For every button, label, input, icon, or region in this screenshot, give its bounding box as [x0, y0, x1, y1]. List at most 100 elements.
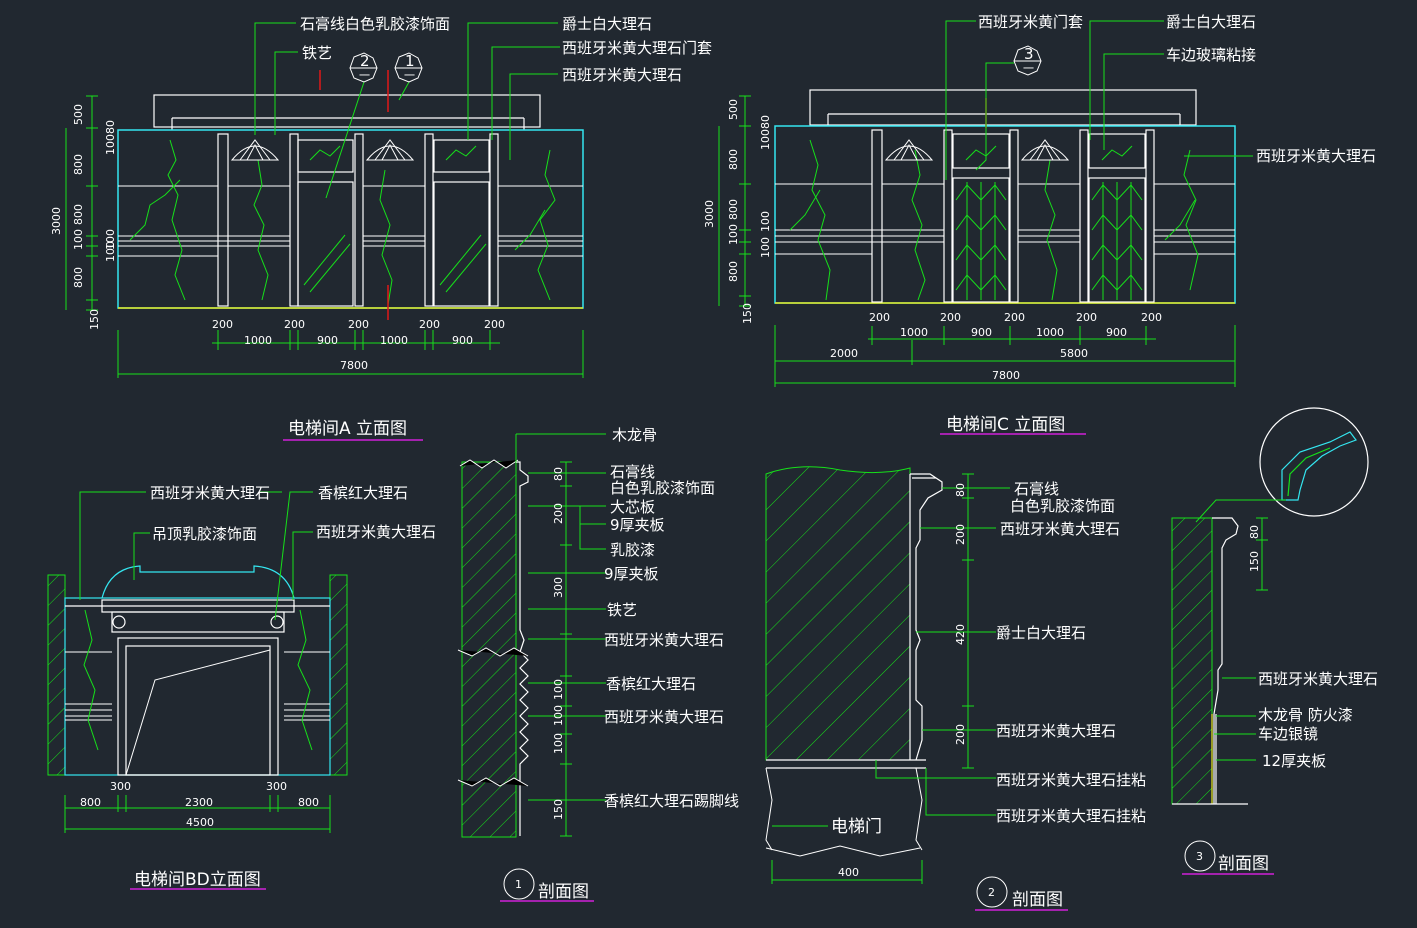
callout-s1-9: 西班牙米黄大理石 [604, 631, 724, 649]
door-lines-s2 [765, 767, 923, 857]
leaders-s3 [1195, 499, 1286, 761]
callout-s3-4: 12厚夹板 [1262, 752, 1326, 770]
glass-diamonds-c [955, 182, 1143, 300]
cut-lines-a [319, 70, 389, 320]
callout-s1-4: 大芯板 [610, 498, 655, 516]
callout-s2-5: 西班牙米黄大理石 [996, 722, 1116, 740]
wall-outline-a [117, 129, 584, 309]
callout-s1-3: 白色乳胶漆饰面 [610, 479, 715, 497]
hdim-bd-top-1: 300 [110, 780, 131, 793]
vdim-a-4: 3000 [50, 207, 63, 235]
frame-bd [64, 565, 331, 776]
callout-a-5: 西班牙米黄大理石 [562, 66, 682, 84]
vdim-s2-2: 200 [954, 524, 967, 545]
elevation-bd: 西班牙米黄大理石 香槟红大理石 吊顶乳胶漆饰面 西班牙米黄大理石 300 300… [47, 484, 436, 890]
section-3: 80 150 西班牙米黄大理石 木龙骨 防火漆 车边银镜 12厚夹板 3 剖面图 [1171, 407, 1378, 875]
callout-c-3: 车边玻璃粘接 [1166, 46, 1256, 64]
vdim-lines-c [718, 95, 751, 307]
vdim-c-10: 150 [741, 303, 754, 324]
hdim-lines-a [117, 330, 584, 378]
marble-veins-a [129, 139, 556, 306]
hdim-c-top-2: 200 [940, 311, 961, 324]
vdim-c-2: 10080 [759, 115, 772, 150]
callout-s3-1: 西班牙米黄大理石 [1258, 670, 1378, 688]
wall-body-s3 [1171, 517, 1213, 805]
hdim-c-top-5: 200 [1141, 311, 1162, 324]
callout-bd-3: 吊顶乳胶漆饰面 [152, 525, 257, 543]
section-1: 80 200 300 100 100 100 150 木龙骨 石膏线 白色乳胶漆… [457, 426, 739, 902]
vdim-a-3: 800 [72, 154, 85, 175]
hdim-c-top-1: 200 [869, 311, 890, 324]
vdim-a-1: 500 [72, 104, 85, 125]
vdim-lines-a [65, 95, 98, 311]
leaders-a [254, 22, 560, 199]
vdim-a-6: 100 [72, 229, 85, 250]
profile-s3 [1172, 517, 1248, 805]
vdim-c-4: 3000 [703, 200, 716, 228]
vdim-s1-3: 300 [552, 577, 565, 598]
callout-s1-5: 9厚夹板 [610, 516, 665, 534]
callout-s1-7: 9厚夹板 [604, 565, 659, 583]
callout-s1-6: 乳胶漆 [610, 541, 655, 559]
callout-s2-7: 西班牙米黄大理石挂粘 [996, 807, 1146, 825]
callout-a-4: 西班牙米黄大理石门套 [562, 39, 712, 57]
hdim-lines-s2 [771, 860, 923, 884]
stiles-c [871, 129, 1155, 303]
section-bubble-2 [976, 876, 1008, 908]
vdim-s2-3: 420 [954, 624, 967, 645]
callout-bd-4: 西班牙米黄大理石 [316, 523, 436, 541]
vdim-s1-4: 100 [552, 679, 565, 700]
vdim-c-6: 100 [727, 224, 740, 245]
marker-a2-num: 1 [405, 52, 415, 70]
hdim-bd-mid-3: 800 [298, 796, 319, 809]
break-lines-s1 [457, 459, 529, 787]
marker-c-num: 3 [1024, 45, 1034, 63]
vdim-a-9: 800 [72, 267, 85, 288]
callout-s3-3: 车边银镜 [1258, 725, 1318, 743]
section-num-2: 2 [988, 886, 995, 899]
leaders-c [945, 20, 1253, 180]
hdim-c-mid-3: 1000 [1036, 326, 1064, 339]
callout-c-1: 西班牙米黄门套 [978, 13, 1083, 31]
callout-bd-2: 香槟红大理石 [318, 484, 408, 502]
elevation-c: 3 一 西班牙米黄门套 爵士白大理石 车边玻璃粘接 西班牙米黄大理石 500 1… [703, 13, 1376, 435]
cornice-c [809, 89, 1197, 126]
hdim-a-top-1: 200 [212, 318, 233, 331]
callout-s2-3: 西班牙米黄大理石 [1000, 520, 1120, 538]
title-c: 电梯间C 立面图 [946, 415, 1065, 435]
callout-s1-12: 香槟红大理石踢脚线 [604, 792, 739, 810]
hdim-bd-mid-1: 800 [80, 796, 101, 809]
section-num-3: 3 [1196, 850, 1203, 863]
callout-s1-11: 西班牙米黄大理石 [604, 708, 724, 726]
callout-s1-2: 石膏线 [610, 463, 655, 481]
hdim-s2: 400 [838, 866, 859, 879]
callout-s2-1: 石膏线 [1014, 480, 1059, 498]
callout-a-2: 铁艺 [302, 44, 332, 62]
detail-profile-s3 [1281, 431, 1357, 501]
bands-c [775, 183, 1235, 255]
detail-bubble-s3 [1259, 407, 1369, 517]
vdim-a-10: 150 [88, 309, 101, 330]
glass-diagonals-a [303, 234, 487, 293]
vdim-a-5: 800 [72, 204, 85, 225]
markers-a [349, 52, 423, 83]
vdim-c-7: 100 [759, 211, 772, 232]
bands-a [118, 185, 583, 257]
title-bd: 电梯间BD立面图 [134, 870, 261, 890]
cornice-a [153, 94, 541, 130]
callout-s1-10: 香槟红大理石 [606, 675, 696, 693]
callout-s1-1: 木龙骨 [612, 426, 657, 444]
vdim-s2-1: 80 [954, 483, 967, 497]
vdim-s1-1: 80 [552, 467, 565, 481]
hdim-a-top-2: 200 [284, 318, 305, 331]
door-label-s2: 电梯门 [831, 817, 882, 837]
hdim-a-mid-4: 900 [452, 334, 473, 347]
callout-a-1: 石膏线白色乳胶漆饰面 [300, 15, 450, 33]
leaders-s2 [875, 487, 1010, 816]
vdim-c-3: 800 [727, 149, 740, 170]
callout-s2-6: 西班牙米黄大理石挂粘 [996, 771, 1146, 789]
callout-c-2: 爵士白大理石 [1166, 13, 1256, 31]
fan-ornament-a [230, 139, 415, 161]
callout-s3-2: 木龙骨 防火漆 [1258, 706, 1353, 724]
